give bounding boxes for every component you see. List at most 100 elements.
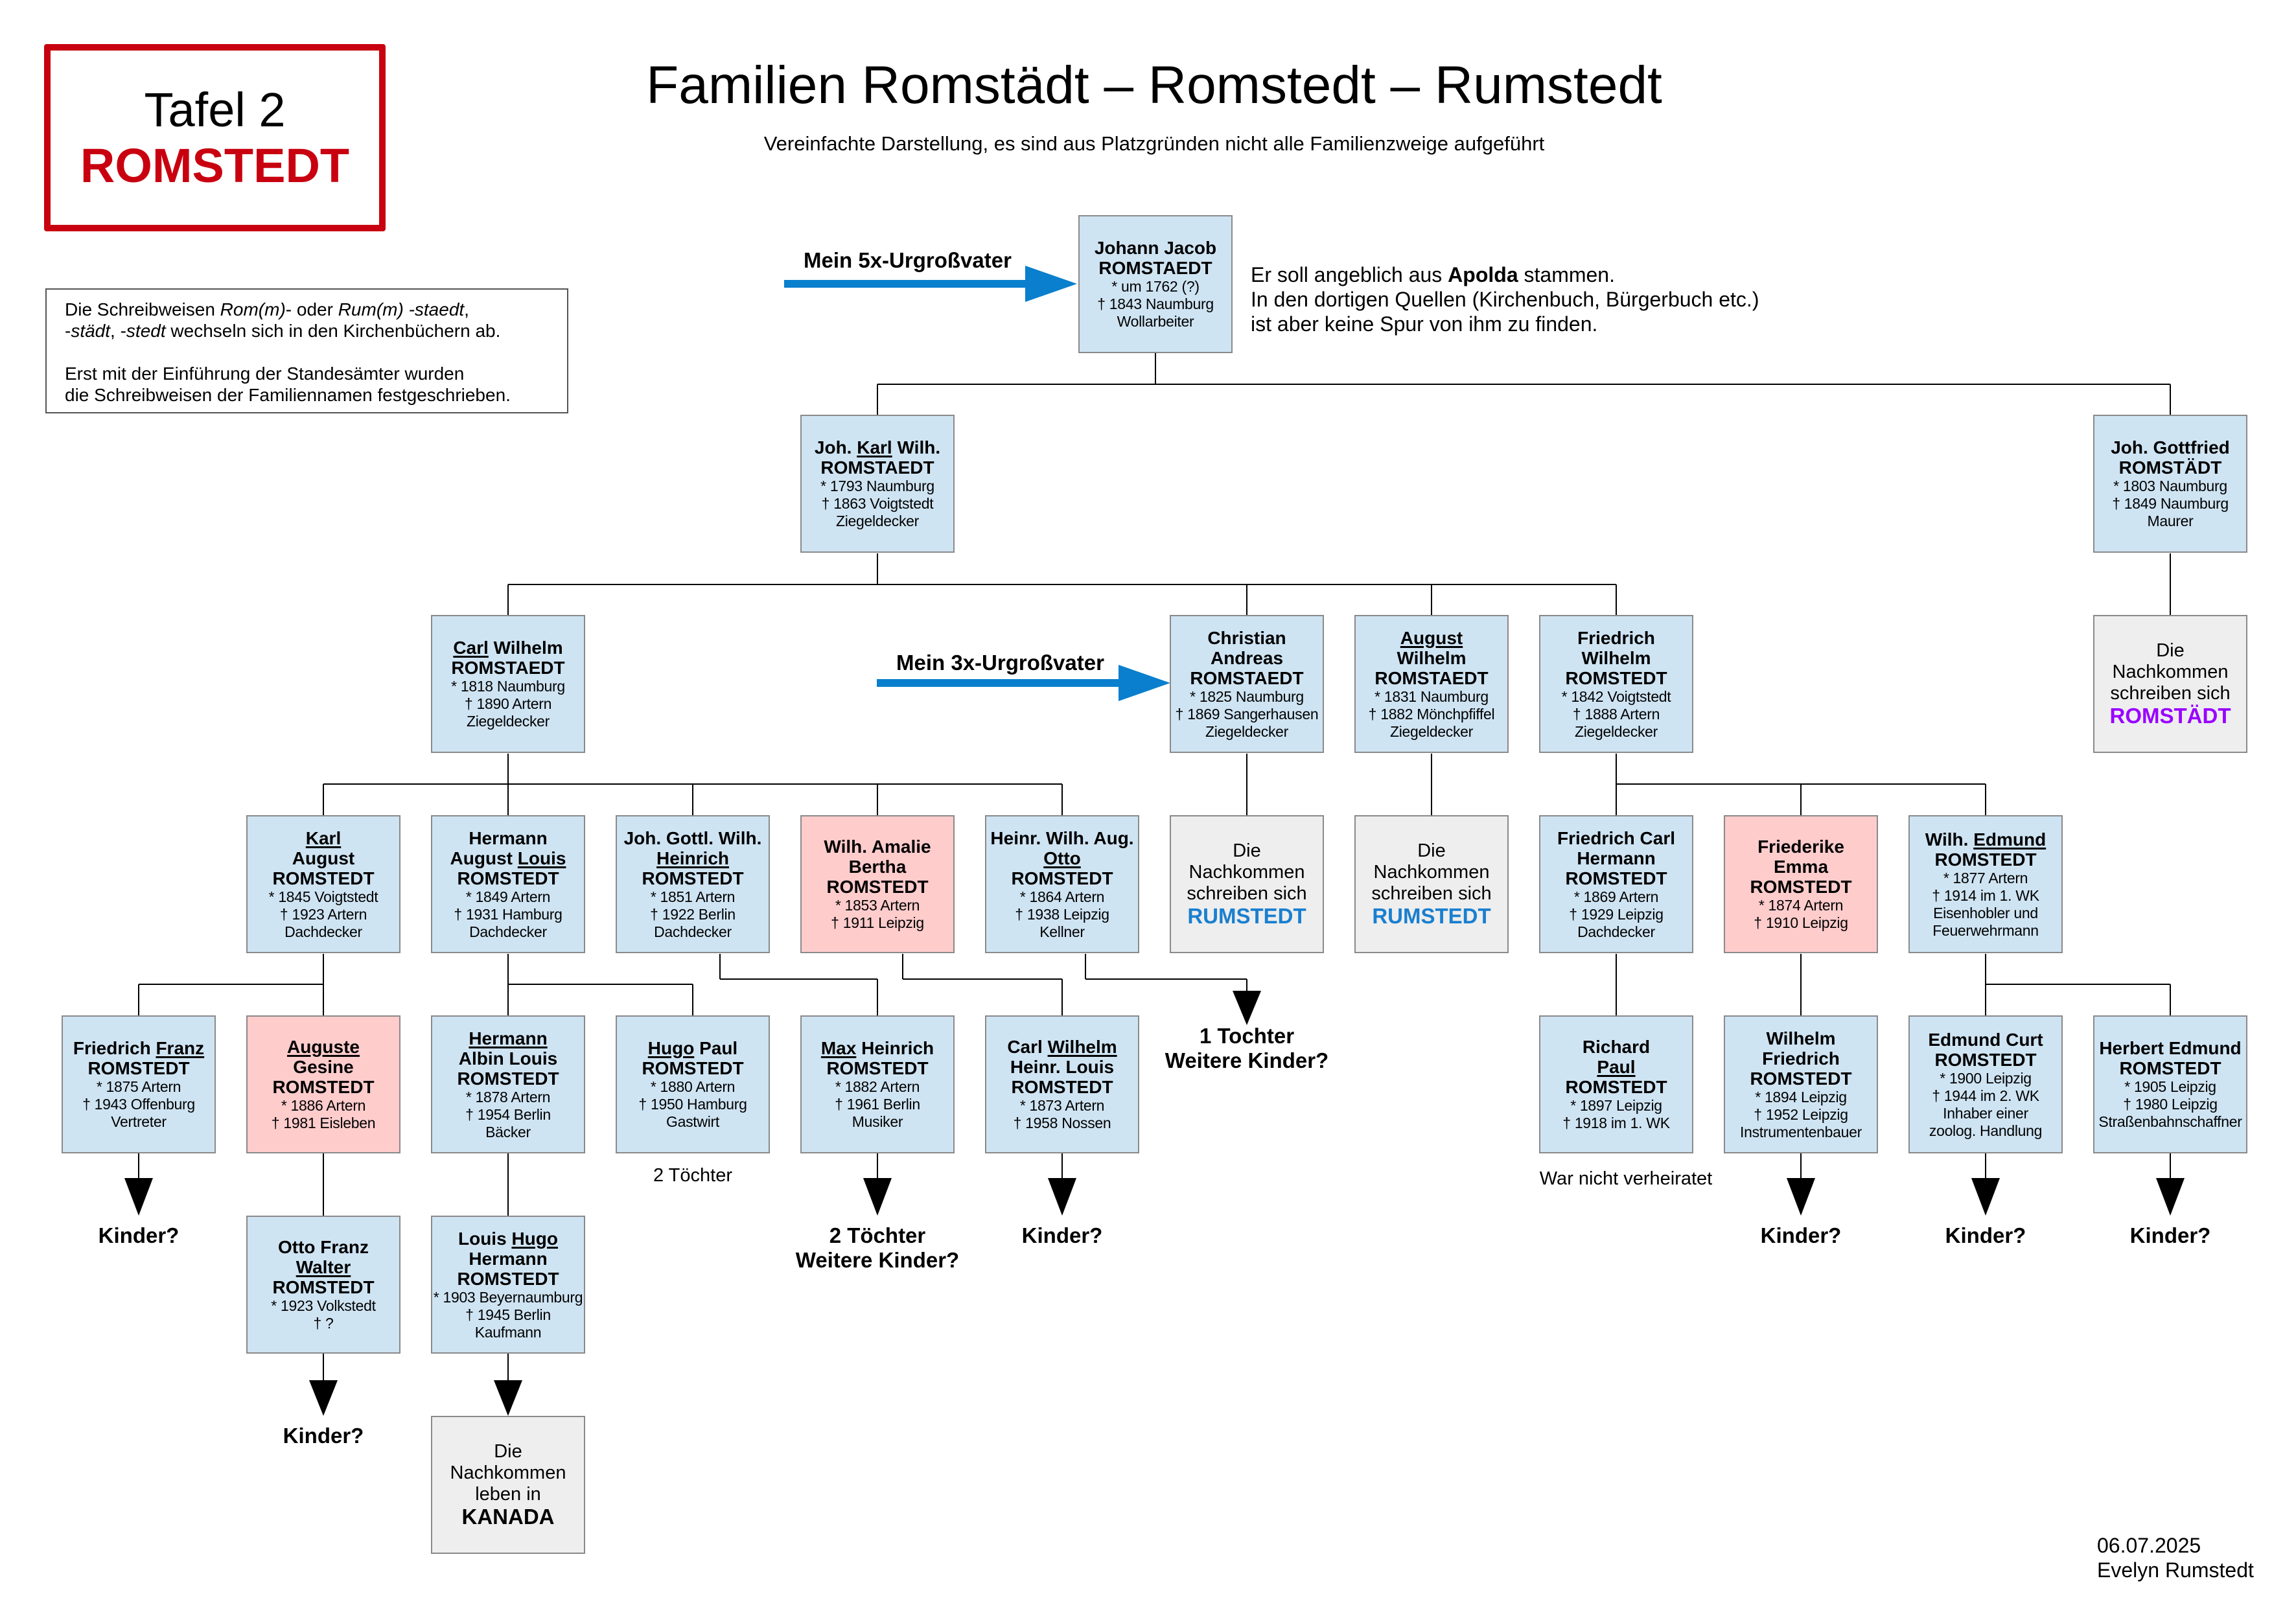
surname: ROMSTEDT bbox=[272, 1277, 375, 1297]
outcome-line: Weitere Kinder? bbox=[795, 1248, 960, 1272]
given-names: August bbox=[292, 848, 355, 868]
note-text: Nachkommen bbox=[2112, 662, 2229, 682]
tafel-family-name: ROMSTEDT bbox=[80, 138, 350, 192]
note-text: Die bbox=[494, 1441, 522, 1462]
pointer-arrow-head-icon bbox=[1119, 665, 1170, 701]
down-arrow-icon bbox=[1971, 1178, 2000, 1216]
down-arrow-icon bbox=[309, 1380, 338, 1416]
call-name: Paul bbox=[1597, 1057, 1636, 1077]
life-detail: † 1980 Leipzig bbox=[2123, 1096, 2218, 1113]
life-detail: * 1875 Artern bbox=[96, 1078, 181, 1095]
life-detail: Kaufmann bbox=[474, 1323, 542, 1341]
life-detail: * 1793 Naumburg bbox=[820, 478, 934, 494]
given-names: Wilhelm bbox=[1766, 1028, 1836, 1048]
given-names: Auguste bbox=[287, 1037, 360, 1057]
surname: ROMSTEDT bbox=[272, 868, 375, 888]
call-name: Franz bbox=[156, 1038, 205, 1058]
note-text: Die bbox=[1233, 840, 1261, 861]
down-arrow-icon bbox=[124, 1178, 153, 1216]
surname: ROMSTAEDT bbox=[451, 658, 565, 678]
life-detail: † 1945 Berlin bbox=[465, 1306, 551, 1323]
life-detail: * um 1762 (?) bbox=[1111, 278, 1200, 295]
note-highlight-name: KANADA bbox=[461, 1505, 555, 1529]
life-detail: † 1961 Berlin bbox=[835, 1096, 920, 1113]
life-detail: * 1880 Artern bbox=[650, 1078, 736, 1095]
name-part: Joh. bbox=[814, 437, 857, 457]
life-detail: Dachdecker bbox=[284, 923, 362, 940]
life-detail: Wollarbeiter bbox=[1117, 313, 1194, 330]
given-names: Max Heinrich bbox=[821, 1038, 934, 1058]
apolda-line: In den dortigen Quellen (Kirchenbuch, Bü… bbox=[1251, 287, 1759, 312]
life-detail: * 1825 Naumburg bbox=[1190, 688, 1304, 705]
life-detail: * 1903 Beyernaumburg bbox=[433, 1288, 583, 1306]
name-part: Wilhelm bbox=[488, 638, 563, 658]
given-names: Gesine bbox=[293, 1057, 354, 1077]
call-name: Wilhelm bbox=[1047, 1037, 1117, 1057]
life-detail: Maurer bbox=[2147, 513, 2194, 529]
surname: ROMSTEDT bbox=[826, 1058, 929, 1078]
apolda-text: ist aber keine Spur von ihm zu finden. bbox=[1251, 312, 1598, 336]
given-names: Heinr. Wilh. Aug. bbox=[990, 827, 1134, 848]
life-detail: * 1864 Artern bbox=[1019, 888, 1105, 905]
pointer-label-5x: Mein 5x-Urgroßvater bbox=[804, 248, 1012, 272]
surname: ROMSTEDT bbox=[1565, 868, 1667, 888]
life-detail: Bäcker bbox=[485, 1123, 531, 1140]
life-detail: Straßenbahnschaffner bbox=[2098, 1113, 2242, 1130]
life-detail: Dachdecker bbox=[1577, 923, 1655, 940]
life-detail: Eisenhobler und bbox=[1933, 904, 2038, 921]
outcome-line: 1 Tochter bbox=[1199, 1024, 1295, 1048]
life-detail: * 1894 Leipzig bbox=[1755, 1088, 1847, 1105]
given-names: Joh. Gottfried bbox=[2111, 437, 2230, 457]
surname: ROMSTEDT bbox=[1750, 877, 1852, 897]
life-detail: * 1874 Artern bbox=[1758, 897, 1844, 914]
footer-date: 06.07.2025 bbox=[2097, 1534, 2201, 1557]
page-subtitle: Vereinfachte Darstellung, es sind aus Pl… bbox=[763, 132, 1545, 155]
apolda-line: Er soll angeblich aus Apolda stammen. bbox=[1251, 262, 1759, 287]
name-part: Heinrich bbox=[856, 1038, 934, 1058]
given-names: Hermann bbox=[469, 1028, 547, 1048]
info-paragraph: Die Schreibweisen Rom(m)- oder Rum(m) -s… bbox=[65, 299, 549, 341]
name-part: Wilh. bbox=[892, 437, 941, 457]
life-detail: † 1869 Sangerhausen bbox=[1175, 705, 1319, 723]
given-names: Friederike bbox=[1757, 837, 1844, 857]
life-detail: Dachdecker bbox=[469, 923, 547, 940]
life-detail: * 1882 Artern bbox=[835, 1078, 920, 1095]
given-names: Friedrich Franz bbox=[73, 1038, 204, 1058]
life-detail: † 1888 Artern bbox=[1572, 705, 1660, 723]
life-detail: * 1869 Artern bbox=[1573, 888, 1659, 905]
given-names: Otto bbox=[1043, 848, 1081, 868]
given-names: Paul bbox=[1597, 1057, 1635, 1077]
life-detail: Instrumentenbauer bbox=[1740, 1123, 1862, 1140]
life-detail: * 1905 Leipzig bbox=[2124, 1078, 2216, 1095]
info-text: Rum(m) -staedt bbox=[338, 299, 465, 319]
life-detail: * 1900 Leipzig bbox=[1940, 1069, 2032, 1087]
name-part: Carl bbox=[1007, 1037, 1048, 1057]
footer-author: Evelyn Rumstedt bbox=[2097, 1558, 2254, 1582]
life-detail: † 1911 Leipzig bbox=[831, 914, 924, 931]
life-detail: † 1918 im 1. WK bbox=[1562, 1115, 1670, 1131]
life-detail: † 1882 Mönchpfiffel bbox=[1368, 705, 1495, 723]
given-names: August Louis bbox=[450, 848, 566, 868]
note-text: Die bbox=[2156, 640, 2185, 661]
surname: ROMSTAEDT bbox=[1374, 667, 1489, 688]
given-names: Carl Wilhelm bbox=[1007, 1037, 1117, 1057]
person-box-jkw: Joh. Karl Wilh.ROMSTAEDT* 1793 Naumburg†… bbox=[800, 415, 955, 553]
surname: ROMSTÄDT bbox=[2118, 457, 2222, 478]
call-name: Carl bbox=[453, 638, 489, 658]
info-text: städt bbox=[71, 321, 111, 341]
life-detail: * 1878 Artern bbox=[465, 1088, 551, 1105]
surname: ROMSTEDT bbox=[2119, 1058, 2221, 1078]
call-name: Max bbox=[820, 1038, 857, 1058]
outcome-line: Kinder? bbox=[2129, 1223, 2211, 1247]
life-detail: * 1803 Naumburg bbox=[2113, 478, 2227, 494]
life-detail: * 1923 Volkstedt bbox=[271, 1297, 376, 1314]
given-names: Hermann bbox=[469, 827, 548, 848]
